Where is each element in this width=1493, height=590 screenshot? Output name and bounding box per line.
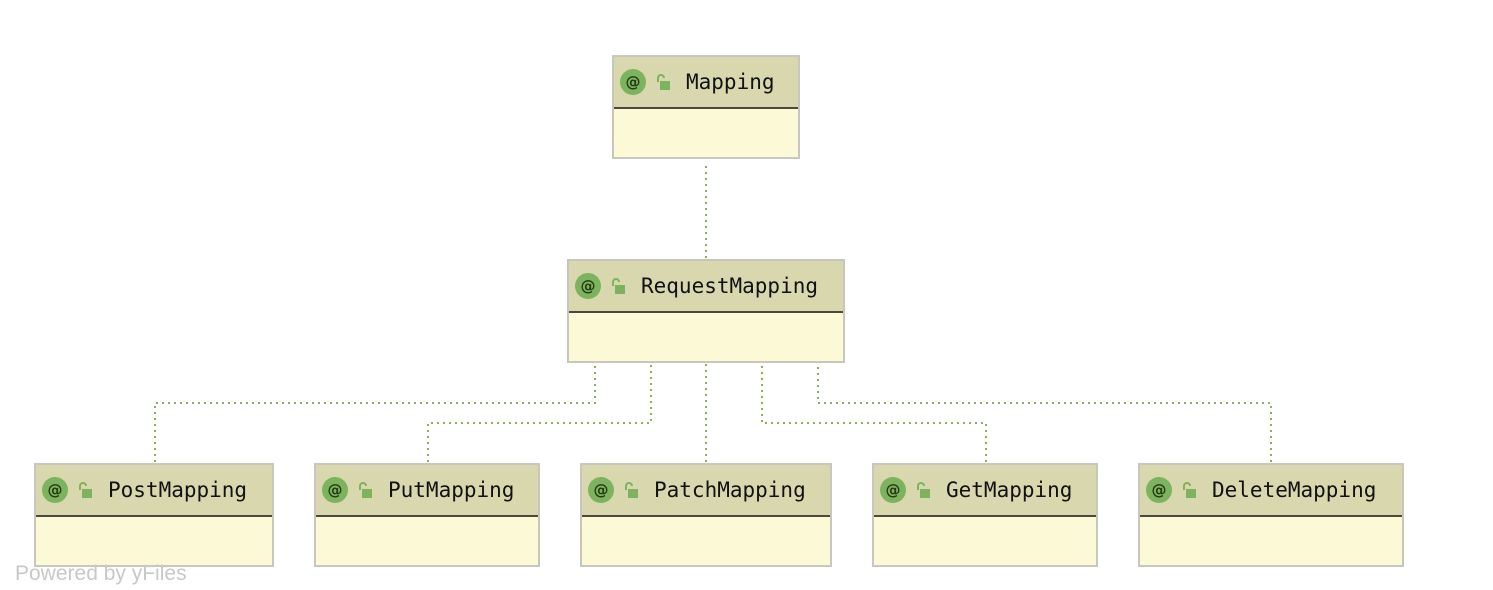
node-post-mapping[interactable]: @ PostMapping: [34, 463, 274, 567]
node-header: @ Mapping: [614, 57, 798, 109]
annotation-badge-icon: @: [322, 477, 348, 503]
edge-deletemapping-to-requestmapping: [817, 364, 1272, 462]
node-title: RequestMapping: [641, 274, 819, 298]
unlocked-padlock-icon: [654, 73, 672, 91]
unlocked-padlock-icon: [914, 481, 932, 499]
node-get-mapping[interactable]: @ GetMapping: [872, 463, 1098, 567]
annotation-badge-icon: @: [880, 477, 906, 503]
node-header: @ PatchMapping: [582, 465, 830, 517]
node-title: GetMapping: [946, 478, 1073, 502]
unlocked-padlock-icon: [76, 481, 94, 499]
annotation-badge-icon: @: [588, 477, 614, 503]
node-title: DeleteMapping: [1212, 478, 1377, 502]
node-title: Mapping: [686, 70, 775, 94]
node-title: PutMapping: [388, 478, 515, 502]
node-mapping[interactable]: @ Mapping: [612, 55, 800, 159]
node-title: PatchMapping: [654, 478, 806, 502]
annotation-badge-icon: @: [575, 273, 601, 299]
node-patch-mapping[interactable]: @ PatchMapping: [580, 463, 832, 567]
node-put-mapping[interactable]: @ PutMapping: [314, 463, 540, 567]
edge-putmapping-to-requestmapping: [427, 364, 652, 462]
edge-getmapping-to-requestmapping: [761, 364, 987, 462]
unlocked-padlock-icon: [1180, 481, 1198, 499]
node-header: @ RequestMapping: [569, 261, 843, 313]
node-header: @ GetMapping: [874, 465, 1096, 517]
annotation-badge-icon: @: [42, 477, 68, 503]
node-header: @ DeleteMapping: [1140, 465, 1402, 517]
annotation-badge-icon: @: [620, 69, 646, 95]
edge-postmapping-to-requestmapping: [154, 364, 596, 462]
node-header: @ PostMapping: [36, 465, 272, 517]
node-title: PostMapping: [108, 478, 248, 502]
annotation-badge-icon: @: [1146, 477, 1172, 503]
unlocked-padlock-icon: [609, 277, 627, 295]
unlocked-padlock-icon: [356, 481, 374, 499]
yfiles-watermark: Powered by yFiles: [15, 562, 187, 585]
unlocked-padlock-icon: [622, 481, 640, 499]
node-header: @ PutMapping: [316, 465, 538, 517]
node-request-mapping[interactable]: @ RequestMapping: [567, 259, 845, 363]
node-delete-mapping[interactable]: @ DeleteMapping: [1138, 463, 1404, 567]
